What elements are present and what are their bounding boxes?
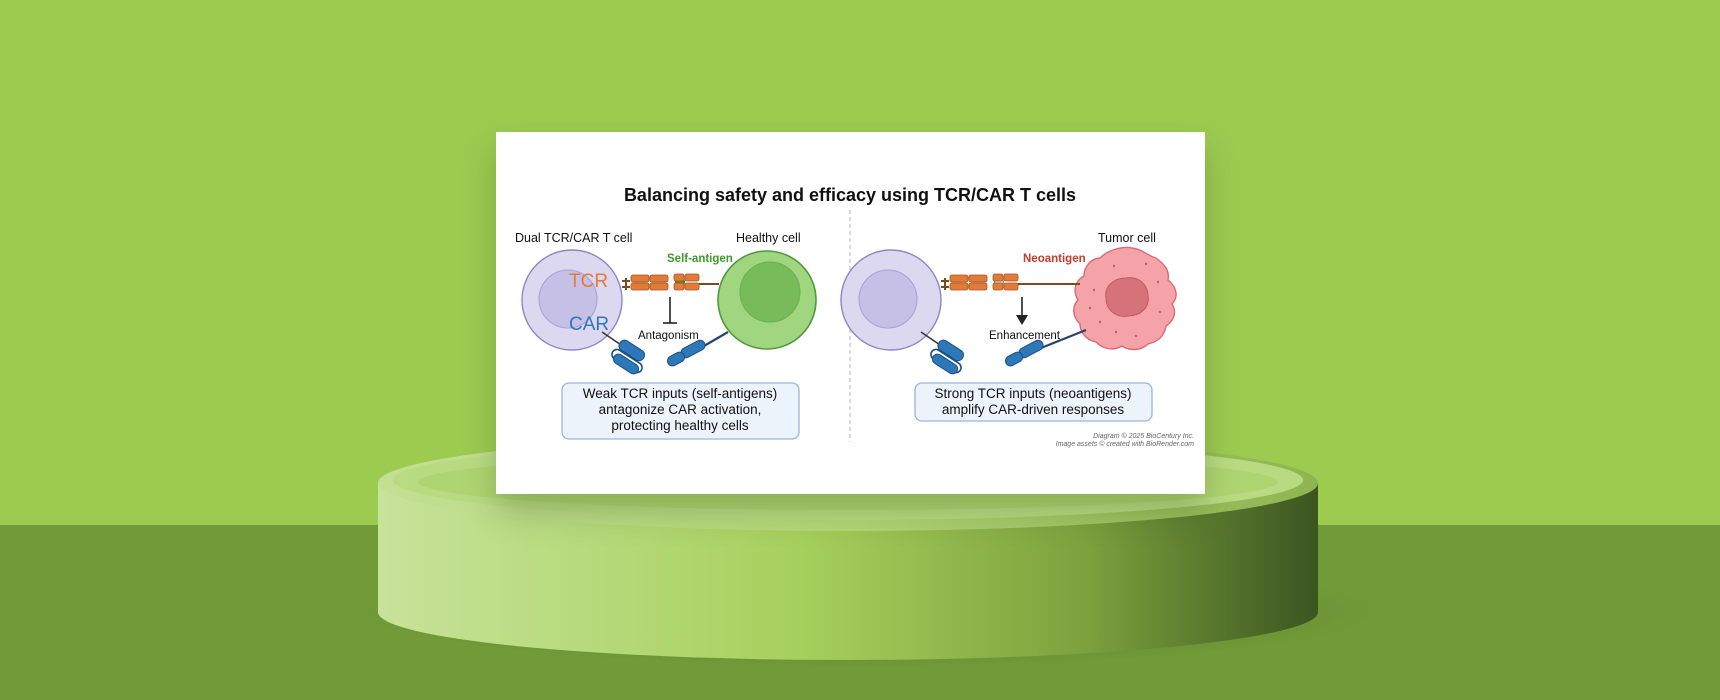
healthy-cell-label: Healthy cell	[736, 231, 801, 245]
mhc-complex	[673, 273, 719, 291]
enhancement-label: Enhancement	[989, 330, 1061, 342]
tcr-receptor-right	[941, 274, 988, 291]
tumor-cell-nucleus	[1105, 277, 1149, 317]
antagonism-label: Antagonism	[638, 330, 699, 342]
right-panel: Tumor cell	[840, 231, 1195, 448]
diagram-canvas: Balancing safety and efficacy using TCR/…	[515, 185, 1195, 448]
right-info-box	[914, 382, 1153, 422]
credit-line-1: Diagram © 2025 BioCentury Inc.	[1093, 432, 1194, 440]
left-box-line-1: Weak TCR inputs (self-antigens)	[583, 386, 778, 401]
credit-line-2: Image assets © created with BioRender.co…	[1056, 440, 1195, 448]
diagram-card: Balancing safety and efficacy using TCR/…	[496, 132, 1205, 494]
tcell-label: Dual TCR/CAR T cell	[515, 231, 632, 245]
left-panel: Dual TCR/CAR T cell Healthy cell TCR CAR	[515, 231, 817, 440]
car-target-antigen	[666, 331, 729, 367]
mhc-complex-right	[992, 273, 1080, 291]
left-box-line-3: protecting healthy cells	[611, 418, 749, 433]
left-info-box	[561, 382, 800, 440]
car-label: CAR	[569, 314, 609, 335]
tumor-cell-label: Tumor cell	[1098, 231, 1156, 245]
tcr-label: TCR	[569, 271, 608, 292]
tcell-nucleus-right	[858, 269, 918, 329]
self-antigen-label: Self-antigen	[667, 253, 733, 265]
diagram-title: Balancing safety and efficacy using TCR/…	[624, 185, 1076, 205]
tcr-receptor	[622, 274, 669, 291]
tcell-nucleus	[538, 269, 598, 329]
right-box-line-1: Strong TCR inputs (neoantigens)	[934, 386, 1131, 401]
car-receptor-right	[920, 331, 965, 375]
healthy-cell-nucleus	[739, 261, 801, 323]
left-box-line-2: antagonize CAR activation,	[599, 402, 762, 417]
right-box-line-2: amplify CAR-driven responses	[942, 402, 1125, 417]
car-target-antigen-right	[1004, 328, 1087, 367]
enhancement-arrow-head	[1016, 315, 1028, 325]
neoantigen-label: Neoantigen	[1023, 253, 1086, 265]
car-receptor	[601, 331, 646, 375]
tumor-cell-speckles	[1088, 262, 1162, 338]
